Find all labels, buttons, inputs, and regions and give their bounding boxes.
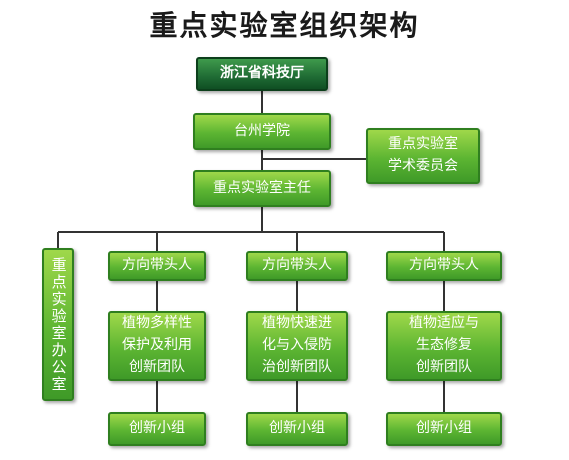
node-academic-committee: 重点实验室 学术委员会: [366, 128, 480, 184]
chart-title: 重点实验室组织架构: [149, 9, 420, 42]
node-lab-office: 重点实验室办公室: [42, 248, 74, 401]
node-leader-1: 方向带头人: [108, 251, 206, 281]
node-team-1: 植物多样性 保护及利用 创新团队: [108, 311, 206, 381]
node-group-1: 创新小组: [108, 412, 206, 446]
node-university: 台州学院: [193, 113, 331, 150]
node-group-3: 创新小组: [386, 412, 502, 446]
node-provincial-dept: 浙江省科技厅: [196, 57, 328, 91]
node-leader-3: 方向带头人: [386, 251, 502, 281]
node-lab-director: 重点实验室主任: [193, 170, 331, 207]
node-group-2: 创新小组: [246, 412, 348, 446]
node-leader-2: 方向带头人: [246, 251, 348, 281]
node-team-3: 植物适应与 生态修复 创新团队: [386, 311, 502, 381]
node-team-2: 植物快速进 化与入侵防 治创新团队: [246, 311, 348, 381]
